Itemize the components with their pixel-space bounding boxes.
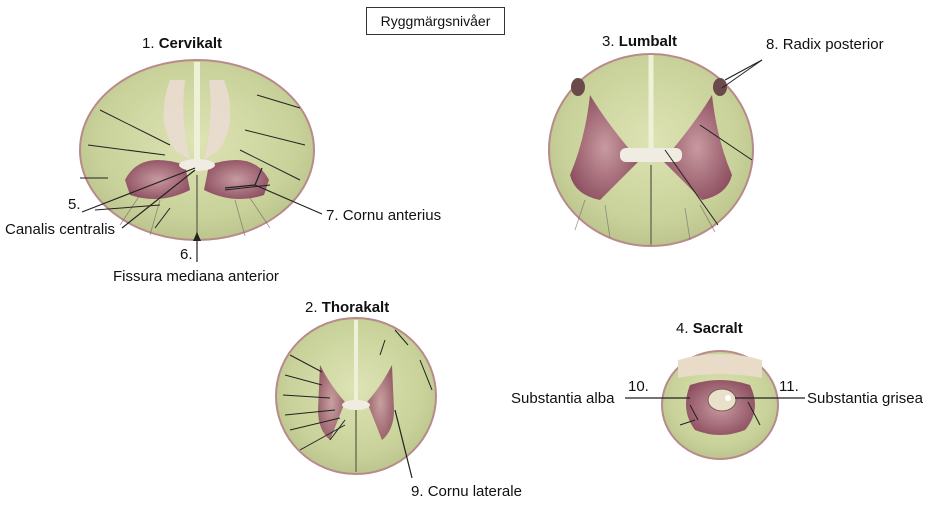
label-radix-posterior: 8. Radix posterior	[766, 36, 884, 53]
label-number-10: 10.	[628, 378, 649, 395]
label-canalis-centralis: Canalis centralis	[5, 221, 116, 238]
label-substantia-alba: Substantia alba	[511, 390, 615, 407]
sacral-section	[661, 350, 779, 460]
label-fissura-mediana-anterior: Fissura mediana anterior	[113, 268, 279, 285]
section-heading-lumbar: 3. Lumbalt	[602, 33, 678, 50]
thoracic-section	[275, 317, 437, 475]
lumbar-section	[548, 53, 763, 247]
section-heading-cervical: 1. Cervikalt	[142, 35, 223, 52]
label-cornu-anterius: 7. Cornu anterius	[326, 207, 442, 224]
cervical-section	[79, 59, 315, 241]
page-title: Ryggmärgsnivåer	[366, 7, 505, 35]
label-cornu-laterale: 9. Cornu laterale	[411, 483, 522, 500]
label-substantia-grisea: Substantia grisea	[807, 390, 923, 407]
leader-lines	[81, 59, 805, 479]
label-number-5: 5.	[68, 196, 81, 213]
section-heading-sacral: 4. Sacralt	[676, 320, 743, 337]
label-number-11: 11.	[779, 378, 799, 395]
section-heading-thoracic: 2. Thorakalt	[305, 299, 390, 316]
label-number-6: 6.	[180, 246, 193, 263]
